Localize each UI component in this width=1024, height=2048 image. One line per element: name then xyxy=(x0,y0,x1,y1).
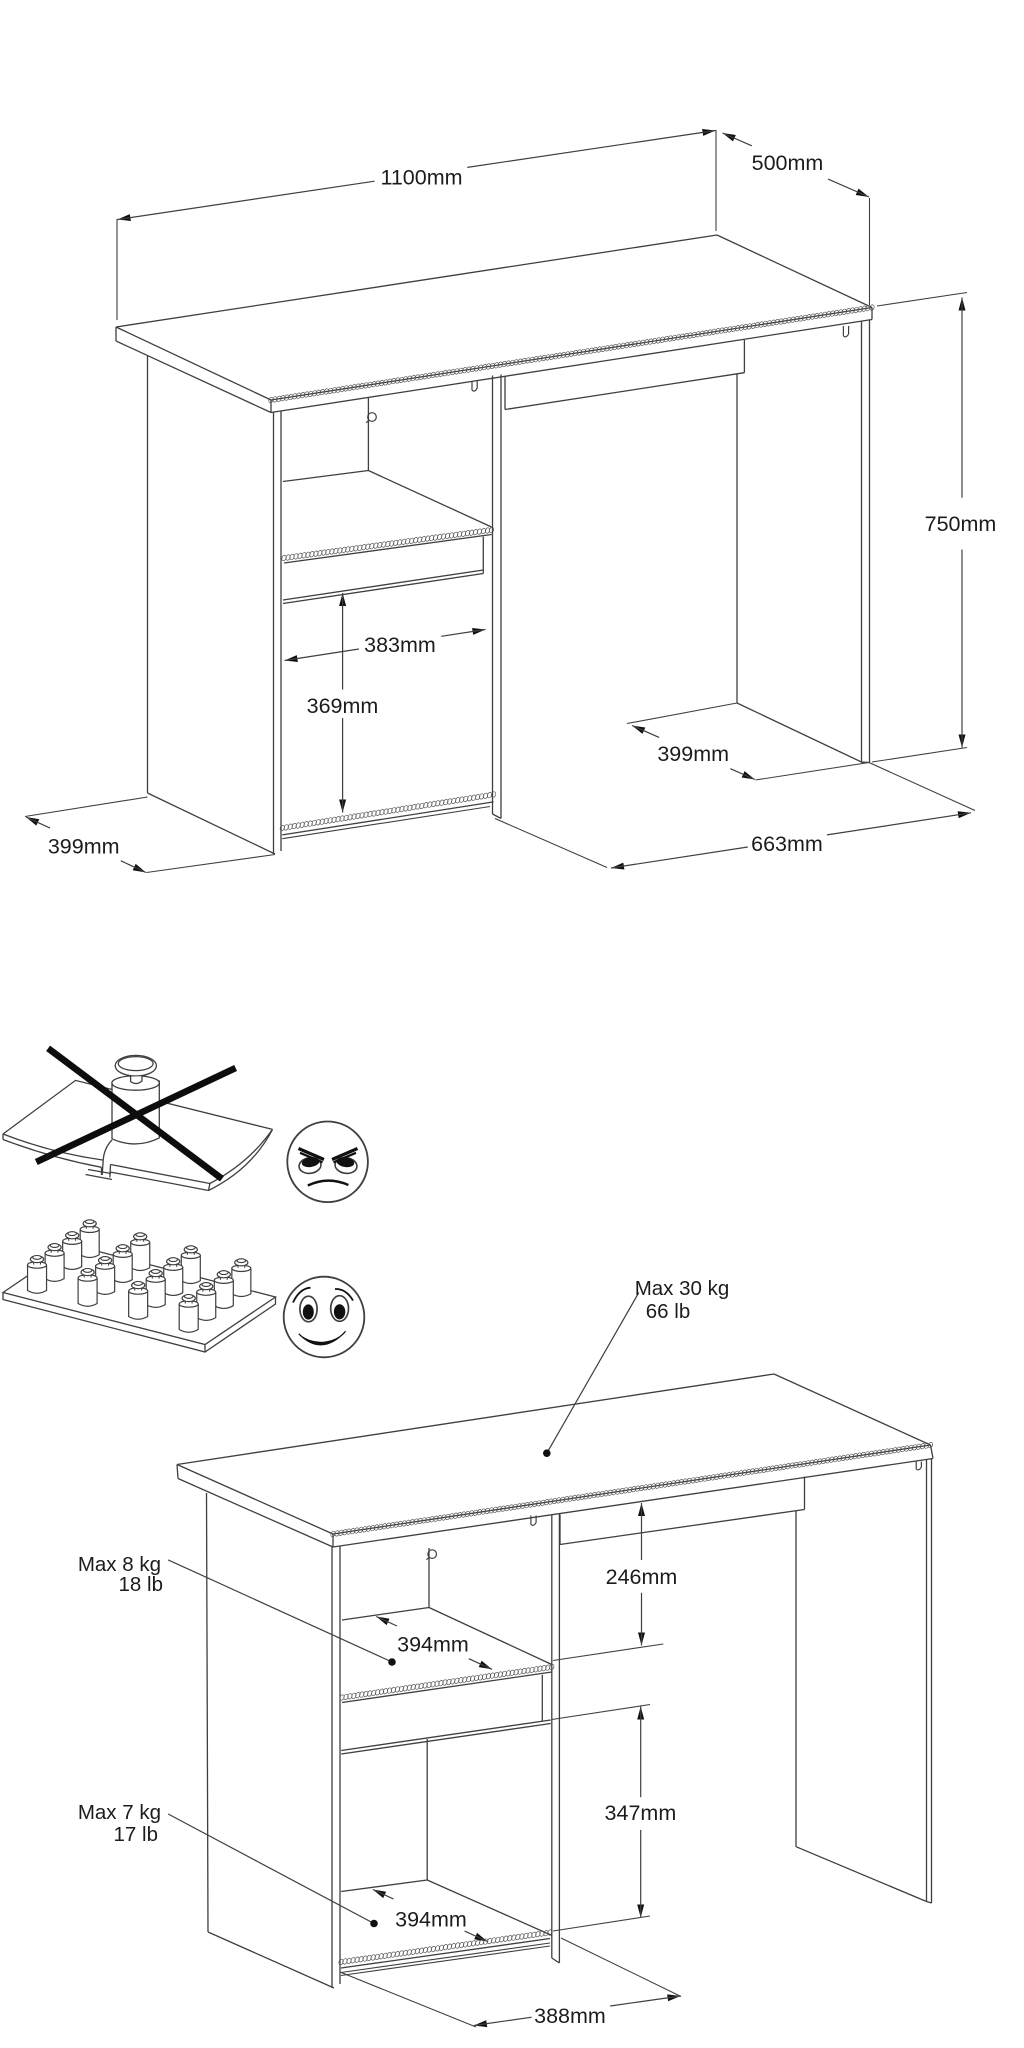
svg-text:Max 7 kg: Max 7 kg xyxy=(78,1801,161,1824)
svg-text:750mm: 750mm xyxy=(925,512,997,536)
svg-text:663mm: 663mm xyxy=(751,832,823,856)
svg-text:394mm: 394mm xyxy=(397,1633,469,1657)
svg-text:17 lb: 17 lb xyxy=(114,1823,158,1846)
svg-text:1100mm: 1100mm xyxy=(380,166,462,190)
svg-text:399mm: 399mm xyxy=(657,742,729,766)
svg-text:Max 30 kg: Max 30 kg xyxy=(635,1277,730,1300)
svg-text:369mm: 369mm xyxy=(307,694,379,718)
svg-text:246mm: 246mm xyxy=(606,1565,678,1589)
svg-text:Max 8 kg: Max 8 kg xyxy=(78,1553,161,1576)
svg-text:383mm: 383mm xyxy=(364,633,436,657)
svg-text:347mm: 347mm xyxy=(605,1801,677,1825)
svg-text:500mm: 500mm xyxy=(752,151,824,175)
svg-text:399mm: 399mm xyxy=(48,835,120,859)
svg-text:66 lb: 66 lb xyxy=(646,1300,690,1323)
svg-text:18 lb: 18 lb xyxy=(119,1573,163,1596)
svg-text:394mm: 394mm xyxy=(395,1908,467,1932)
svg-text:388mm: 388mm xyxy=(534,2004,606,2028)
